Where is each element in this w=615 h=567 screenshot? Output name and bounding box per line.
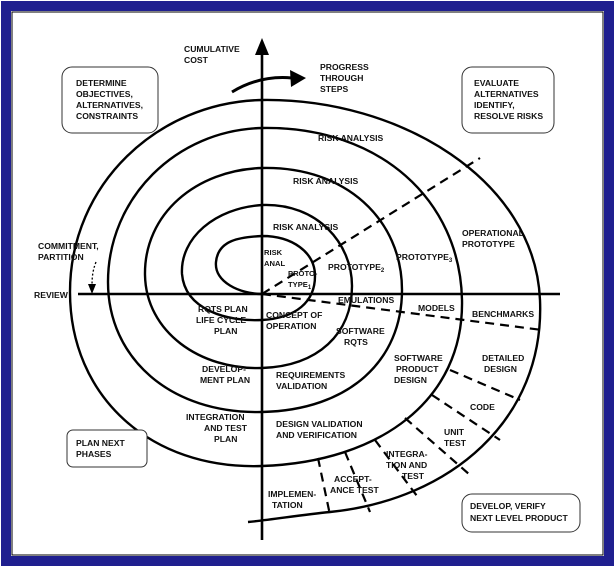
progress-arrow — [231, 76, 293, 94]
commitment-label: COMMITMENT,PARTITION — [38, 241, 99, 262]
risk-analysis-inner: RISK ANALYSIS — [273, 222, 339, 232]
spiral-ring-1 — [180, 203, 354, 322]
implementation-label: IMPLEMEN-TATION — [268, 489, 316, 510]
spiral-ring-2 — [106, 126, 404, 414]
commitment-arrowhead — [88, 284, 96, 294]
risk-analysis-outer: RISK ANALYSIS — [318, 133, 384, 143]
acceptance-test-label: ACCEPT-ANCE TEST — [330, 474, 379, 495]
vertical-axis-arrowhead — [255, 38, 269, 55]
box-evaluate-alternatives — [461, 66, 555, 134]
inner-frame — [11, 11, 604, 556]
box-plan-next-phases — [66, 429, 148, 468]
box-determine-objectives — [61, 66, 159, 134]
code-label: CODE — [470, 402, 495, 412]
dashed-dividers — [261, 157, 543, 516]
prototype-3-label: PROTOTYPE3 — [396, 252, 453, 264]
development-plan-label: DEVELOP-MENT PLAN — [200, 364, 250, 385]
dash-implementation — [316, 457, 332, 516]
spiral-ring-3 — [68, 98, 542, 524]
risk-analysis-middle: RISK ANALYSIS — [293, 176, 359, 186]
prototype-1-label: PROTO-TYPE1 — [288, 269, 318, 291]
dash-detailed-design — [449, 368, 521, 402]
dash-prototype-divider — [261, 157, 481, 295]
emulations-label: EMULATIONS — [338, 295, 394, 305]
spiral — [68, 98, 542, 524]
benchmarks-label: BENCHMARKS — [472, 309, 534, 319]
prototype-2-label: PROTOTYPE2 — [328, 262, 385, 274]
dash-code — [431, 394, 501, 441]
progress-arrowhead — [290, 70, 306, 87]
dash-acceptance — [343, 451, 372, 513]
box-develop-verify — [461, 493, 581, 533]
dash-emulation-divider — [261, 292, 543, 332]
models-label: MODELS — [418, 303, 455, 313]
review-label: REVIEW — [34, 290, 69, 300]
dash-integration — [374, 439, 421, 501]
